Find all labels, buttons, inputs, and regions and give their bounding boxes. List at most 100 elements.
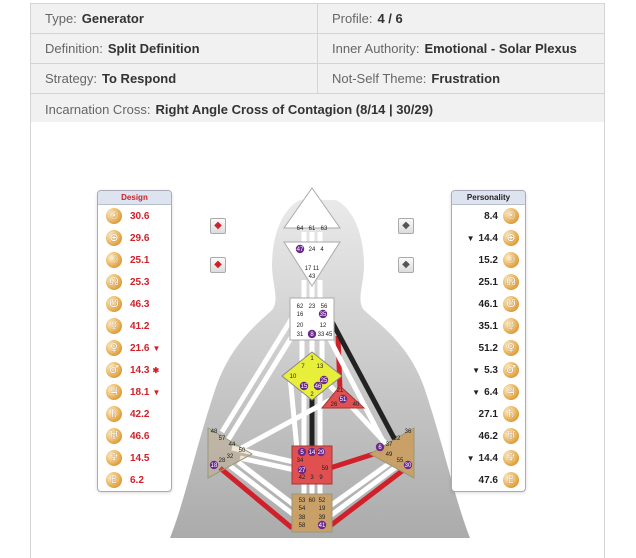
planet-glyph-icon: ♄ [106,406,122,422]
gate-number: 5 [300,450,304,456]
design-row: ♂ 14.3✱ [98,359,171,381]
activated-gate-marker [299,381,309,391]
fixing-mark: ▼ [472,387,481,397]
authority-value: Emotional - Solar Plexus [424,41,577,56]
gate-line-value: 14.4 [478,232,498,244]
cross-value: Right Angle Cross of Contagion (8/14 | 3… [155,101,434,117]
planet-glyph-icon: ♀ [503,340,519,356]
not-self-label: Not-Self Theme: [332,71,427,86]
personality-prev-button[interactable]: ◆ [398,257,414,273]
channel-55-39 [328,461,402,519]
profile-label: Profile: [332,11,373,26]
personality-row: ▼5.3♂ [452,359,525,381]
planet-glyph-icon: ♀ [106,340,122,356]
gate-number: 18 [211,463,218,469]
gate-number: 7 [301,364,305,370]
planet-glyph-icon: ♂ [106,362,122,378]
personality-row: 27.1♄ [452,403,525,425]
personality-row: 35.1 ☿ [452,315,525,337]
gate-number: 55 [397,458,404,464]
gate-number: 10 [290,374,297,380]
personality-row: 51.2 ♀ [452,337,525,359]
gate-number: 51 [340,397,347,403]
gate-line-value: 14.3 [130,364,150,376]
gate-number: 23 [309,304,316,310]
activated-gate-marker [338,394,348,404]
planet-glyph-icon: ☋ [503,296,519,312]
gate-line-value: 42.2 [130,408,150,420]
channel-35-36 [327,316,398,442]
gate-number: 19 [319,506,326,512]
personality-row: 8.4☉ [452,205,525,227]
head-center [283,187,341,229]
design-row: ☊25.3 [98,271,171,293]
gate-number: 11 [313,266,320,272]
planet-glyph-icon: ⊕ [106,230,122,246]
gate-line-value: 14.5 [130,452,150,464]
activated-gate-marker [317,520,327,530]
gate-number: 50 [239,448,246,454]
planet-glyph-icon: ♅ [503,428,519,444]
not-self-cell: Not-Self Theme: Frustration [318,64,604,93]
gate-number: 29 [318,450,325,456]
channel-18-58 [218,466,294,530]
gate-number: 27 [299,468,306,474]
channels [218,232,408,530]
gate-number: 12 [320,323,327,329]
channel-21-45 [335,335,343,391]
planet-glyph-icon: ♃ [503,384,519,400]
gate-line-value: 51.2 [478,342,498,354]
design-panel: Design ☉30.6⊕29.6☽25.1☊25.3☋46.3☿41.2♀21… [97,190,172,492]
channel-20-57 [225,328,299,442]
gate-number: 33 [318,332,325,338]
gate-line-value: 41.2 [130,320,150,332]
gate-number: 9 [319,475,323,481]
gate-line-value: 25.3 [130,276,150,288]
design-row: ♀ 21.6▼ [98,337,171,359]
personality-row: ▼14.4⊕ [452,227,525,249]
personality-panel: Personality 8.4☉▼14.4⊕15.2☽25.1☊46.1☋35.… [451,190,526,492]
gate-line-value: 27.1 [478,408,498,420]
fixing-mark: ✱ [152,365,160,375]
gate-line-value: 25.1 [478,276,498,288]
authority-cell: Inner Authority: Emotional - Solar Plexu… [318,34,604,63]
gate-number: 6 [378,445,382,451]
definition-cell: Definition: Split Definition [31,34,318,63]
design-header: Design [98,191,171,205]
planet-glyph-icon: ☿ [503,318,519,334]
personality-row: 15.2☽ [452,249,525,271]
gate-number: 61 [309,226,316,232]
definition-value: Split Definition [107,41,200,56]
gate-number: 62 [297,304,304,310]
gate-line-value: 8.4 [484,210,498,222]
activated-gate-marker [319,375,329,385]
gate-number: 41 [319,523,326,529]
design-row: ♃18.1▼ [98,381,171,403]
design-row: ☽25.1 [98,249,171,271]
activated-gate-marker [209,460,219,470]
personality-row: 25.1☊ [452,271,525,293]
gate-number: 31 [297,332,304,338]
gate-number: 8 [310,332,314,338]
chart-properties-table: Type: Generator Profile: 4 / 6 Definitio… [30,3,605,125]
gate-number: 26 [331,402,338,408]
type-value: Generator [81,11,144,26]
gate-line-value: 35.1 [478,320,498,332]
gate-line-value: 6.4 [484,386,498,398]
gate-number: 14 [309,450,316,456]
strategy-label: Strategy: [45,71,98,86]
planet-glyph-icon: ☽ [503,252,519,268]
gate-number: 63 [321,226,328,232]
gate-number: 16 [297,312,304,318]
planet-glyph-icon: ☉ [106,208,122,224]
personality-next-button[interactable]: ◆ [398,218,414,234]
gate-number: 44 [229,442,236,448]
planet-glyph-icon: ♇ [106,472,122,488]
design-prev-button[interactable]: ◆ [210,218,226,234]
gate-line-value: 46.1 [478,298,498,310]
gate-number: 57 [219,436,226,442]
fixing-mark: ▼ [152,343,161,353]
gate-line-value: 21.6 [130,342,150,354]
channel-12-22 [322,328,388,447]
design-next-button[interactable]: ◆ [210,257,226,273]
